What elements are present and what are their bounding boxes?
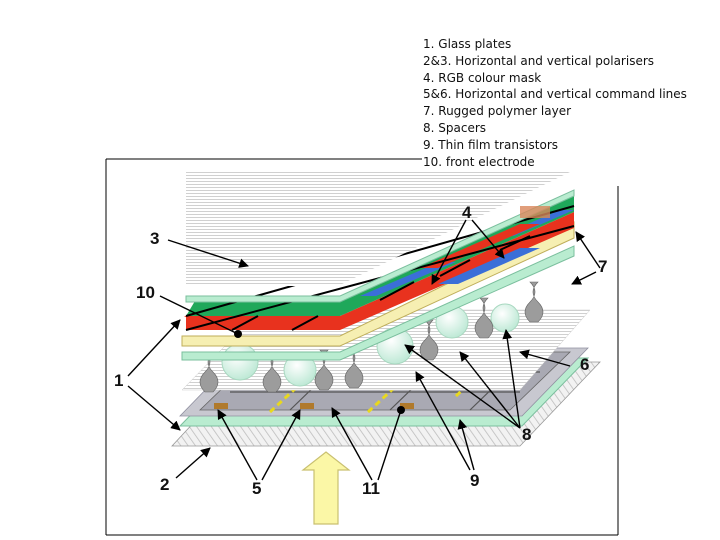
label-2: 2 xyxy=(160,475,169,494)
label-5: 5 xyxy=(252,479,261,498)
legend-item-spacers: 8. Spacers xyxy=(423,120,487,135)
label-8: 8 xyxy=(522,425,531,444)
legend-item-glass-plates: 1. Glass plates xyxy=(423,37,512,51)
backlight-arrow xyxy=(301,451,351,525)
legend-item-front-electrode: 10. front electrode xyxy=(423,154,535,169)
legend-item-command-lines: 5&6. Horizontal and vertical command lin… xyxy=(423,87,687,102)
front-glass-plate xyxy=(181,245,575,361)
legend-item-polymer-layer: 7. Rugged polymer layer xyxy=(423,104,572,119)
polymer-layer xyxy=(181,221,575,347)
liquid-crystal-twists xyxy=(199,281,544,393)
front-polariser-lines xyxy=(186,170,574,286)
label-1: 1 xyxy=(114,371,123,390)
rear-electrode-dot xyxy=(397,406,405,414)
top-stripe-patch xyxy=(520,206,550,218)
label-4: 4 xyxy=(462,203,472,222)
label-11: 11 xyxy=(362,479,380,498)
legend-item-polarisers: 2&3. Horizontal and vertical polarisers xyxy=(423,53,655,68)
label-6: 6 xyxy=(580,355,589,374)
front-polariser xyxy=(185,189,575,303)
front-electrode-dot xyxy=(234,330,242,338)
callout-lines xyxy=(127,219,601,481)
label-9: 9 xyxy=(470,471,479,490)
label-3: 3 xyxy=(150,229,159,248)
label-7: 7 xyxy=(598,257,607,276)
label-10: 10 xyxy=(136,283,155,302)
legend-item-tft: 9. Thin film transistors xyxy=(423,137,559,152)
legend-item-rgb-mask: 4. RGB colour mask xyxy=(423,70,542,85)
